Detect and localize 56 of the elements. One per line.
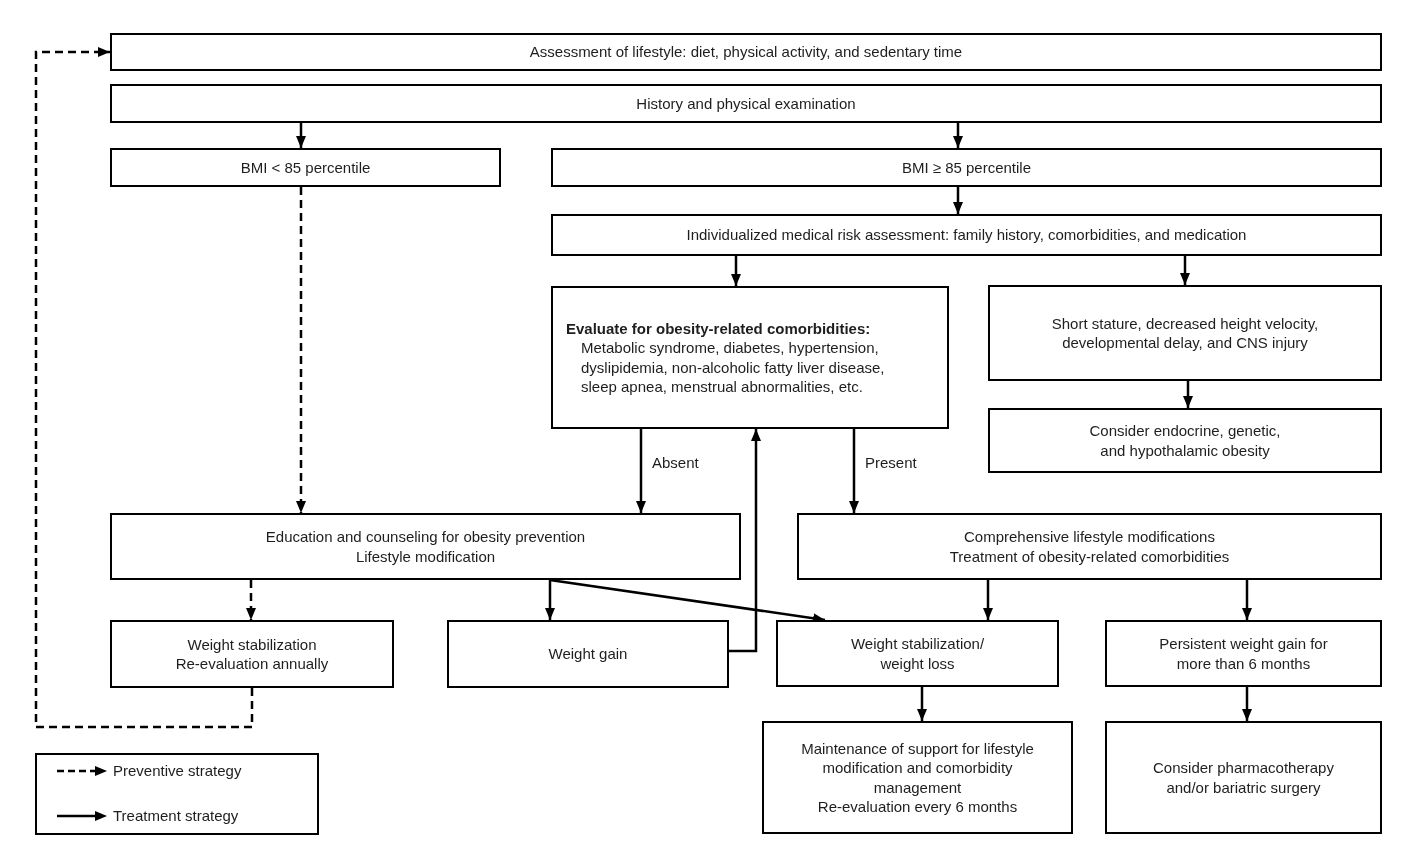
node-text: Consider endocrine, genetic, and hypothalamic obesity	[1088, 421, 1282, 460]
node-text: Maintenance of support for lifestyle modification and comorbidity management	[800, 738, 1035, 797]
arrow	[636, 429, 646, 513]
node-heading: Evaluate for obesity-related comorbidities:	[566, 318, 871, 338]
node-text: History and physical examination	[636, 93, 856, 114]
process-box	[988, 408, 1382, 473]
arrow	[1180, 256, 1190, 285]
process-box	[988, 285, 1382, 381]
process-box	[1105, 620, 1382, 687]
node-text: Re-evaluation annually	[175, 654, 329, 674]
node-text: Assessment of lifestyle: diet, physical activity, and sedentary time	[529, 42, 963, 62]
arrow	[917, 687, 927, 721]
arrow	[729, 429, 761, 653]
arrow	[545, 580, 555, 620]
arrow	[296, 123, 306, 148]
node-text: Weight stabilization	[187, 634, 317, 654]
arrow	[1183, 381, 1193, 408]
arrow	[731, 256, 741, 286]
process-box	[110, 620, 394, 688]
arrow	[849, 429, 859, 513]
process-box	[776, 620, 1059, 687]
process-box	[110, 513, 741, 580]
process-box	[797, 513, 1382, 580]
process-box	[551, 148, 1382, 187]
arrow	[953, 187, 963, 214]
node-text: Consider pharmacotherapy and/or bariatric surgery	[1152, 758, 1335, 797]
process-box	[110, 84, 1382, 123]
node-text: Education and counseling for obesity prevention	[265, 527, 586, 547]
node-text: Individualized medical risk assessment: family history, comorbidities, and medication	[686, 225, 1247, 245]
arrow	[1242, 687, 1252, 721]
process-box	[551, 286, 949, 429]
node-text: Metabolic syndrome, diabetes, hypertension, dyslipidemia, non-alcoholic fatty liver disease, sleep apnea, menstrual abnormalities, etc.	[581, 338, 886, 397]
dashed-arrow	[34, 47, 254, 729]
node-text: Comprehensive lifestyle modifications	[964, 527, 1215, 547]
process-box	[447, 620, 729, 688]
process-box	[110, 33, 1382, 71]
node-text: Short stature, decreased height velocity, developmental delay, and CNS injury	[1050, 313, 1320, 353]
arrow	[953, 123, 963, 148]
node-text: Re-evaluation every 6 months	[817, 797, 1018, 817]
process-box	[110, 148, 501, 187]
node-text: Treatment of obesity-related comorbidities	[949, 546, 1230, 566]
legend-text: Preventive strategy	[113, 762, 242, 780]
process-box	[762, 721, 1073, 834]
process-box	[551, 214, 1382, 256]
node-text: Weight stabilization/ weight loss	[849, 634, 986, 673]
legend-text: Treatment strategy	[113, 807, 239, 825]
dashed-arrow	[246, 580, 256, 620]
node-text: Persistent weight gain for more than 6 months	[1158, 634, 1329, 673]
node-text: BMI ≥ 85 percentile	[901, 157, 1032, 178]
node-text: BMI < 85 percentile	[240, 157, 371, 178]
arrow	[1242, 580, 1252, 620]
arrow	[983, 580, 993, 620]
node-text: Lifestyle modification	[355, 546, 496, 566]
node-text: Weight gain	[548, 644, 628, 664]
process-box	[1105, 721, 1382, 834]
dashed-arrow	[296, 187, 306, 513]
